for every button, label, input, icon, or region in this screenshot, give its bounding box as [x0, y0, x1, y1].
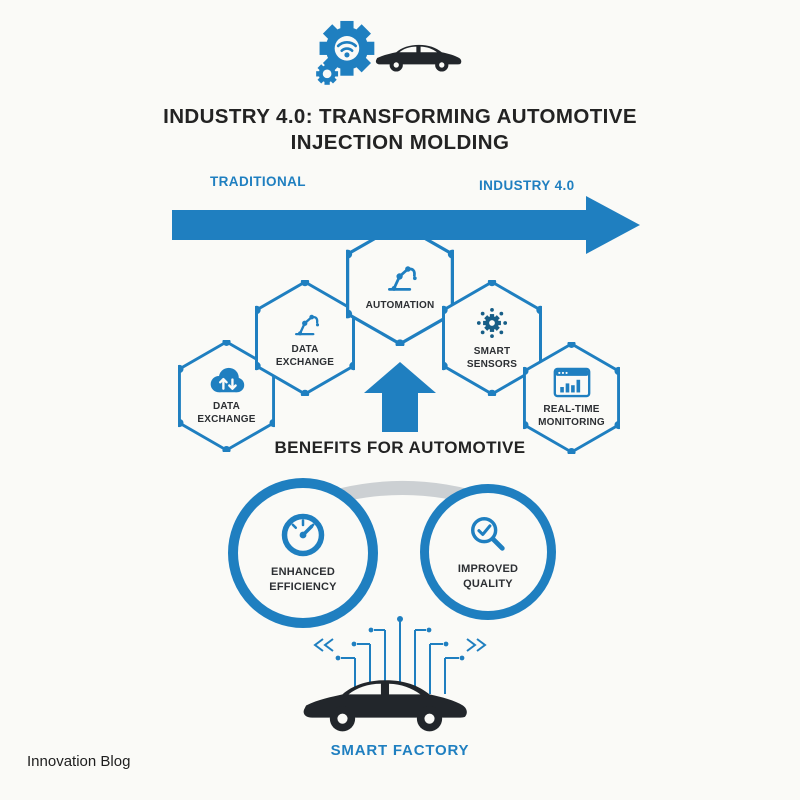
hexagon-label: DATA EXCHANGE	[197, 401, 256, 425]
hexagon-outline	[346, 222, 454, 346]
benefits-up-arrow	[364, 362, 436, 432]
dashboard-chart-icon	[553, 367, 590, 398]
title-line-1: INDUSTRY 4.0: TRANSFORMING AUTOMOTIVE	[163, 105, 637, 128]
benefit-label: IMPROVED QUALITY	[457, 562, 519, 590]
hexagon-outline	[442, 280, 542, 396]
infographic-title: INDUSTRY 4.0: TRANSFORMING AUTOMOTIVE IN…	[0, 104, 800, 155]
hexagon-label: SMART SENSORS	[466, 345, 518, 370]
hexagon-data-exchange-cloud: DATA EXCHANGE	[178, 340, 275, 452]
sensor-burst-icon	[476, 307, 508, 338]
benefit-enhanced-efficiency: ENHANCED EFFICIENCY	[228, 478, 378, 628]
hexagon-data-exchange-robot: DATA EXCHANGE	[255, 280, 355, 396]
smart-factory-label: SMART FACTORY	[330, 742, 470, 759]
hexagon-label: AUTOMATION	[365, 299, 435, 311]
industry40-label: INDUSTRY 4.0	[479, 178, 575, 193]
hexagon-outline	[255, 280, 355, 396]
hexagon-label: DATA EXCHANGE	[275, 344, 335, 368]
circuit-lines-icon	[313, 616, 487, 694]
transition-arrow	[172, 196, 640, 254]
credit-label: Innovation Blog	[27, 753, 131, 770]
car-icon	[303, 680, 467, 732]
traditional-label: TRADITIONAL	[210, 174, 306, 189]
gear-wifi-icon	[316, 20, 375, 85]
car-icon	[375, 44, 462, 72]
title-line-2: INJECTION MOLDING	[290, 130, 510, 154]
benefit-improved-quality: IMPROVED QUALITY	[420, 484, 556, 620]
hexagon-label: REAL-TIME MONITORING	[538, 404, 605, 428]
benefit-label: ENHANCED EFFICIENCY	[269, 565, 337, 593]
hexagon-automation: AUTOMATION	[346, 222, 454, 346]
benefits-heading: BENEFITS FOR AUTOMOTIVE	[274, 438, 526, 457]
gauge-icon	[281, 513, 325, 556]
hexagon-outline	[523, 342, 620, 454]
hexagon-real-time-monitoring: REAL-TIME MONITORING	[523, 342, 620, 454]
robot-arm-icon	[387, 265, 417, 291]
robot-arm-icon	[294, 314, 319, 336]
cloud-sync-icon	[210, 367, 244, 393]
magnifier-check-icon	[471, 516, 505, 551]
hexagon-smart-sensors: SMART SENSORS	[442, 280, 542, 396]
